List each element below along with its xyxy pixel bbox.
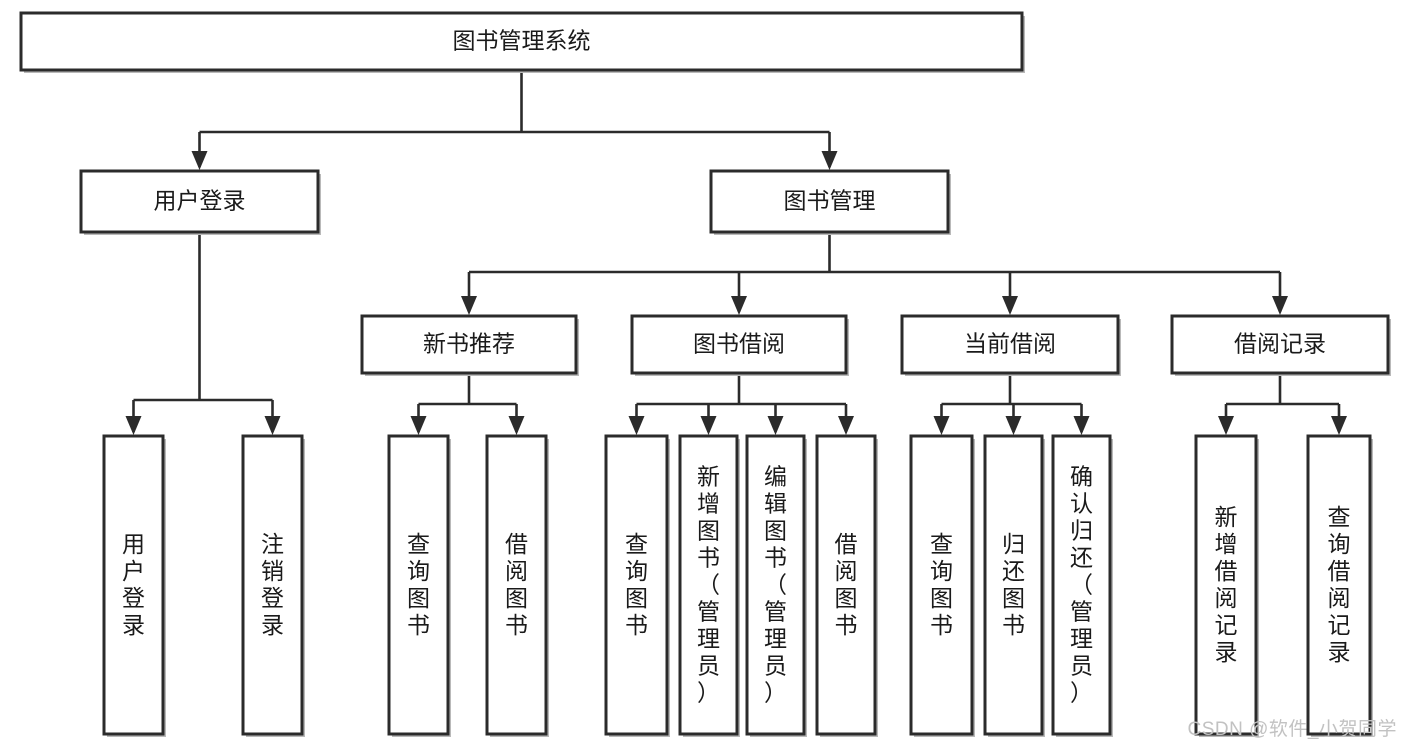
node-label: 用户登录 <box>122 531 145 638</box>
node-l2-图书管理[interactable]: 图书管理 <box>709 169 951 235</box>
node-label: 编辑图书（管理员） <box>764 464 787 706</box>
connector-layer <box>125 70 1347 435</box>
node-l3-当前借阅[interactable]: 当前借阅 <box>900 314 1121 376</box>
arrow-head-icon <box>125 416 142 435</box>
node-rect <box>630 314 848 375</box>
node-rect <box>19 11 1024 72</box>
node-l3-借阅记录[interactable]: 借阅记录 <box>1170 314 1391 376</box>
node-leaf-3-借阅图书[interactable]: 借阅图书 <box>485 434 549 737</box>
node-leaf-12-查询借阅记录[interactable]: 查询借阅记录 <box>1306 434 1373 737</box>
node-rect <box>900 314 1120 375</box>
node-label: 图书管理系统 <box>453 28 591 54</box>
arrow-head-icon <box>1331 416 1347 435</box>
arrow-head-icon <box>628 416 645 435</box>
node-label: 图书管理 <box>784 188 876 214</box>
node-leaf-7-借阅图书[interactable]: 借阅图书 <box>815 434 878 737</box>
node-rect <box>360 314 578 375</box>
node-label: 归还图书 <box>1002 531 1025 638</box>
csdn-watermark: CSDN @软件_小贺同学 <box>1187 719 1397 740</box>
node-rect <box>1170 314 1390 375</box>
arrow-head-icon <box>264 416 281 435</box>
arrow-head-icon <box>1002 296 1018 315</box>
node-rect <box>1194 434 1258 736</box>
node-l2-用户登录[interactable]: 用户登录 <box>79 169 321 235</box>
node-label: 用户登录 <box>154 188 246 214</box>
node-rect <box>79 169 320 234</box>
node-label: 新增图书（管理员） <box>697 464 720 706</box>
node-rect <box>1306 434 1372 736</box>
arrow-head-icon <box>821 151 838 170</box>
node-leaf-6-编辑图书管理员[interactable]: 编辑图书（管理员） <box>745 434 807 737</box>
arrow-head-icon <box>933 416 950 435</box>
node-label: 查询借阅记录 <box>1328 504 1351 665</box>
node-rect <box>745 434 806 736</box>
node-leaf-2-查询图书[interactable]: 查询图书 <box>387 434 451 737</box>
node-label: 查询图书 <box>930 531 953 638</box>
arrow-head-icon <box>767 416 784 435</box>
node-layer: 图书管理系统用户登录图书管理新书推荐图书借阅当前借阅借阅记录用户登录注销登录查询… <box>19 11 1391 737</box>
node-label: 图书借阅 <box>693 331 785 357</box>
arrow-head-icon <box>410 416 427 435</box>
node-rect <box>709 169 950 234</box>
node-label: 借阅图书 <box>505 531 528 638</box>
arrow-head-icon <box>1272 296 1288 315</box>
arrow-head-icon <box>838 416 854 435</box>
node-root-图书管理系统[interactable]: 图书管理系统 <box>19 11 1025 73</box>
node-label: 确认归还（管理员） <box>1070 464 1093 706</box>
arrow-head-icon <box>461 296 477 315</box>
arrow-head-icon <box>1218 416 1234 435</box>
node-label: 查询图书 <box>625 531 648 638</box>
node-rect <box>1051 434 1112 736</box>
node-rect <box>815 434 877 736</box>
node-rect <box>241 434 304 736</box>
node-label: 新书推荐 <box>423 331 515 357</box>
arrow-head-icon <box>700 416 717 435</box>
arrow-head-icon <box>1005 416 1022 435</box>
node-label: 注销登录 <box>261 531 284 638</box>
node-label: 查询图书 <box>407 531 430 638</box>
node-rect <box>604 434 669 736</box>
node-rect <box>485 434 548 736</box>
node-leaf-0-用户登录[interactable]: 用户登录 <box>102 434 166 737</box>
node-leaf-11-新增借阅记录[interactable]: 新增借阅记录 <box>1194 434 1259 737</box>
node-label: 当前借阅 <box>964 331 1056 357</box>
node-leaf-10-确认归还管理员[interactable]: 确认归还（管理员） <box>1051 434 1113 737</box>
node-leaf-4-查询图书[interactable]: 查询图书 <box>604 434 670 737</box>
node-rect <box>909 434 974 736</box>
node-label: 借阅图书 <box>835 531 858 638</box>
node-rect <box>678 434 739 736</box>
arrow-head-icon <box>1073 416 1090 435</box>
node-leaf-5-新增图书管理员[interactable]: 新增图书（管理员） <box>678 434 740 737</box>
node-rect <box>983 434 1044 736</box>
arrow-head-icon <box>508 416 525 435</box>
arrow-head-icon <box>731 296 747 315</box>
node-l3-新书推荐[interactable]: 新书推荐 <box>360 314 579 376</box>
node-rect <box>102 434 165 736</box>
node-leaf-1-注销登录[interactable]: 注销登录 <box>241 434 305 737</box>
node-label: 借阅记录 <box>1234 331 1326 357</box>
node-rect <box>387 434 450 736</box>
arrow-head-icon <box>191 151 208 170</box>
node-leaf-8-查询图书[interactable]: 查询图书 <box>909 434 975 737</box>
node-leaf-9-归还图书[interactable]: 归还图书 <box>983 434 1045 737</box>
node-label: 新增借阅记录 <box>1215 504 1238 665</box>
node-l3-图书借阅[interactable]: 图书借阅 <box>630 314 849 376</box>
